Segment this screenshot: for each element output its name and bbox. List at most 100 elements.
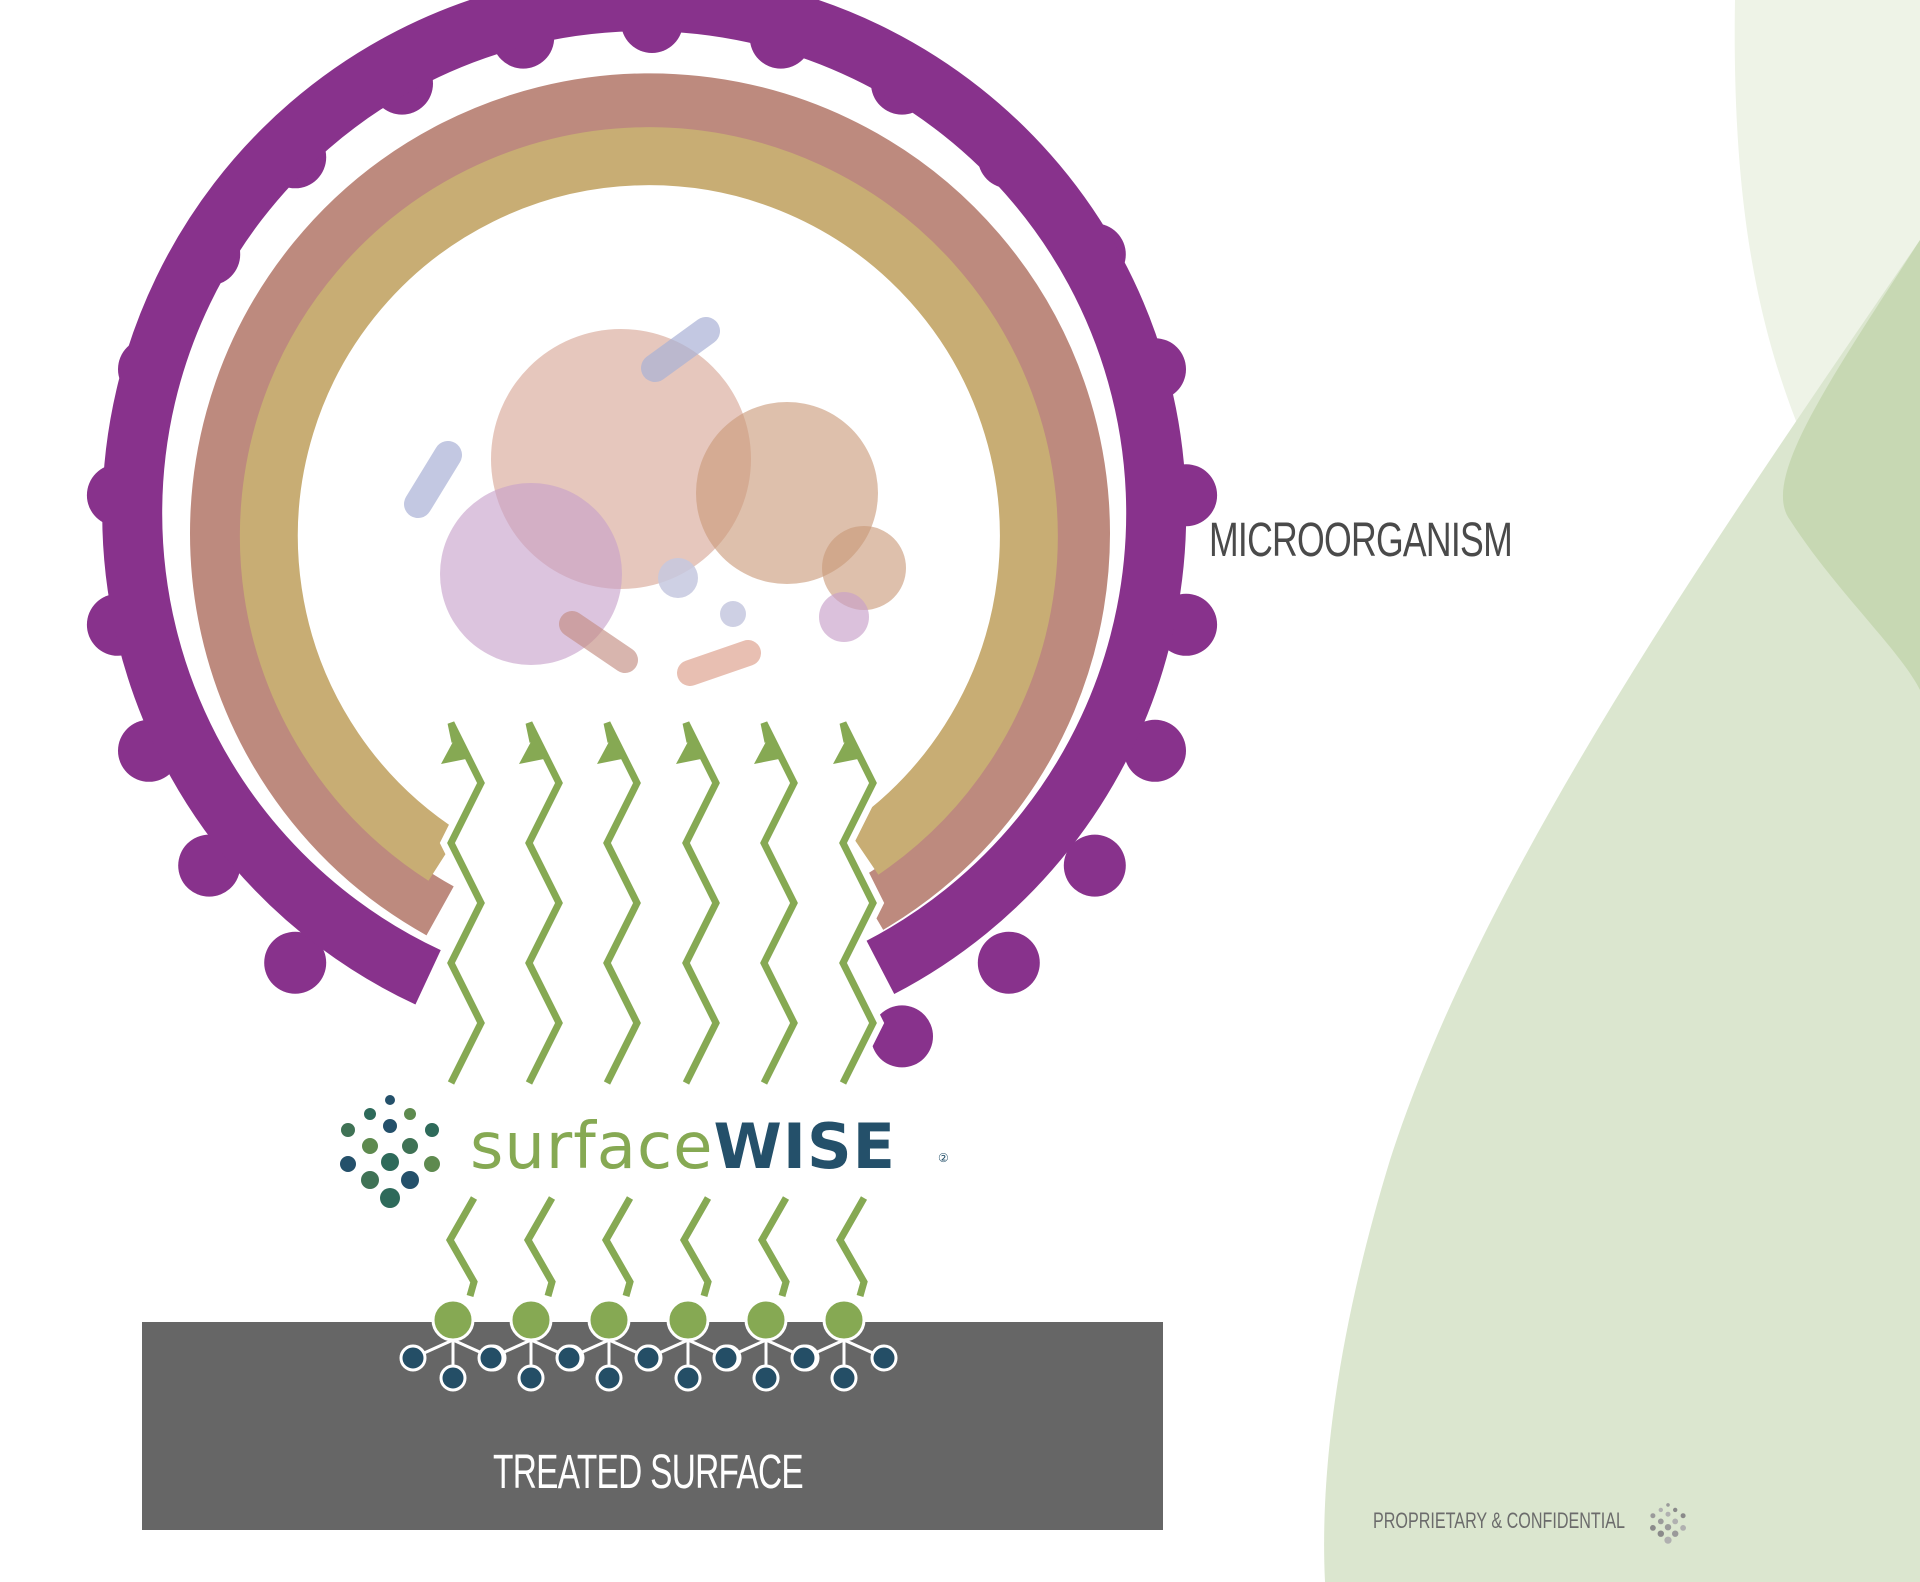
logo-dot xyxy=(1666,1503,1670,1507)
wave-arrow xyxy=(439,718,493,1088)
node-blue xyxy=(752,1364,780,1392)
arrow-head xyxy=(754,738,784,764)
wave-arrow xyxy=(831,718,885,1088)
wave-line xyxy=(839,721,877,1085)
logo-dot xyxy=(1657,1530,1665,1537)
node-blue xyxy=(555,1344,583,1372)
node-blue xyxy=(595,1364,623,1392)
bond-wave xyxy=(601,1196,634,1297)
node-blue xyxy=(439,1364,467,1392)
logo-dot xyxy=(1657,1518,1664,1525)
wave-line xyxy=(760,721,798,1085)
logo-dot xyxy=(1680,1513,1686,1519)
microorganism-label: MICROORGANISM xyxy=(1209,514,1512,567)
rod-blue-left xyxy=(404,441,462,518)
node-blue xyxy=(477,1344,505,1372)
node-blue xyxy=(830,1364,858,1392)
bond-wave xyxy=(835,1196,868,1297)
logo-dot xyxy=(1665,1511,1671,1517)
logo-dot xyxy=(385,1095,395,1105)
logo-dot xyxy=(1658,1507,1664,1513)
logo-dot xyxy=(361,1171,379,1189)
vesicle-blue-small xyxy=(720,601,746,627)
node-blue xyxy=(712,1344,740,1372)
node-blue xyxy=(790,1344,818,1372)
logo-dot xyxy=(381,1153,399,1171)
brand-wordmark-wise: WISE xyxy=(714,1110,896,1183)
inner-ring xyxy=(239,127,1058,881)
rod-peach xyxy=(677,640,761,686)
wave-line xyxy=(682,721,720,1085)
logo-dot xyxy=(1650,1513,1656,1519)
logo-dot xyxy=(1672,1530,1679,1537)
bond-wave xyxy=(757,1196,790,1297)
logo-dot xyxy=(1673,1507,1678,1513)
wave-arrow xyxy=(595,718,649,1088)
brand-wordmark: surfaceWISE xyxy=(470,1110,896,1184)
arrow-head xyxy=(441,738,471,764)
brand-logo: surfaceWISE ② xyxy=(340,1095,949,1208)
node-green xyxy=(587,1298,631,1342)
node-blue xyxy=(634,1344,662,1372)
node-green xyxy=(822,1298,866,1342)
molecule-node xyxy=(790,1298,898,1392)
logo-dot xyxy=(425,1123,439,1137)
brand-wordmark-surface: surface xyxy=(470,1110,714,1184)
middle-ring xyxy=(190,73,1110,936)
wave-line xyxy=(603,721,641,1085)
rod-brown xyxy=(559,611,638,673)
background-wave xyxy=(1324,240,1920,1582)
bond-wave xyxy=(523,1196,556,1297)
wave-line xyxy=(525,721,563,1085)
node-blue xyxy=(674,1364,702,1392)
logo-dot xyxy=(364,1108,376,1120)
cytoplasm-contents xyxy=(404,317,906,686)
background-wave-overlap xyxy=(1782,240,1920,690)
membrane-bump xyxy=(977,931,1040,994)
vesicle-blue xyxy=(658,558,698,598)
organelle-right xyxy=(696,402,878,584)
logo-dot xyxy=(401,1171,419,1189)
wave-line xyxy=(447,721,485,1085)
brand-mark: ② xyxy=(938,1151,949,1165)
node-blue xyxy=(399,1344,427,1372)
membrane-bump xyxy=(264,931,327,994)
molecular-nodes xyxy=(399,1298,898,1392)
logo-dot xyxy=(404,1108,416,1120)
wave-arrow xyxy=(752,718,806,1088)
logo-dot xyxy=(362,1138,378,1154)
vesicle-purple xyxy=(819,592,869,642)
dot-cluster-icon xyxy=(340,1095,440,1208)
molecule-node xyxy=(555,1298,663,1392)
membrane-bump xyxy=(1124,719,1186,782)
logo-dot xyxy=(402,1138,418,1154)
bond-wave xyxy=(679,1196,712,1297)
arrow-head xyxy=(519,738,549,764)
wave-arrow xyxy=(517,718,571,1088)
node-green xyxy=(666,1298,710,1342)
microorganism xyxy=(86,0,1218,1068)
logo-dot xyxy=(1650,1525,1656,1531)
node-green xyxy=(431,1298,475,1342)
logo-dot xyxy=(1664,1536,1672,1544)
footer-dot-cluster-icon xyxy=(1650,1503,1686,1544)
arrow-head xyxy=(833,738,863,764)
logo-dot xyxy=(383,1119,397,1133)
logo-dot xyxy=(1664,1524,1672,1531)
logo-dot xyxy=(424,1156,440,1172)
logo-dot xyxy=(341,1123,355,1137)
node-green xyxy=(509,1298,553,1342)
membrane-bump xyxy=(1063,834,1126,897)
antimicrobial-waves xyxy=(439,718,885,1088)
node-blue xyxy=(870,1344,898,1372)
wave-arrow xyxy=(674,718,728,1088)
arrow-head xyxy=(597,738,627,764)
logo-dot xyxy=(1672,1518,1679,1525)
membrane-bump xyxy=(871,1005,933,1068)
bond-wave xyxy=(445,1196,478,1297)
node-blue xyxy=(517,1364,545,1392)
bond-waves xyxy=(445,1196,868,1297)
background-waves xyxy=(1324,0,1920,1582)
logo-dot xyxy=(1680,1525,1686,1531)
